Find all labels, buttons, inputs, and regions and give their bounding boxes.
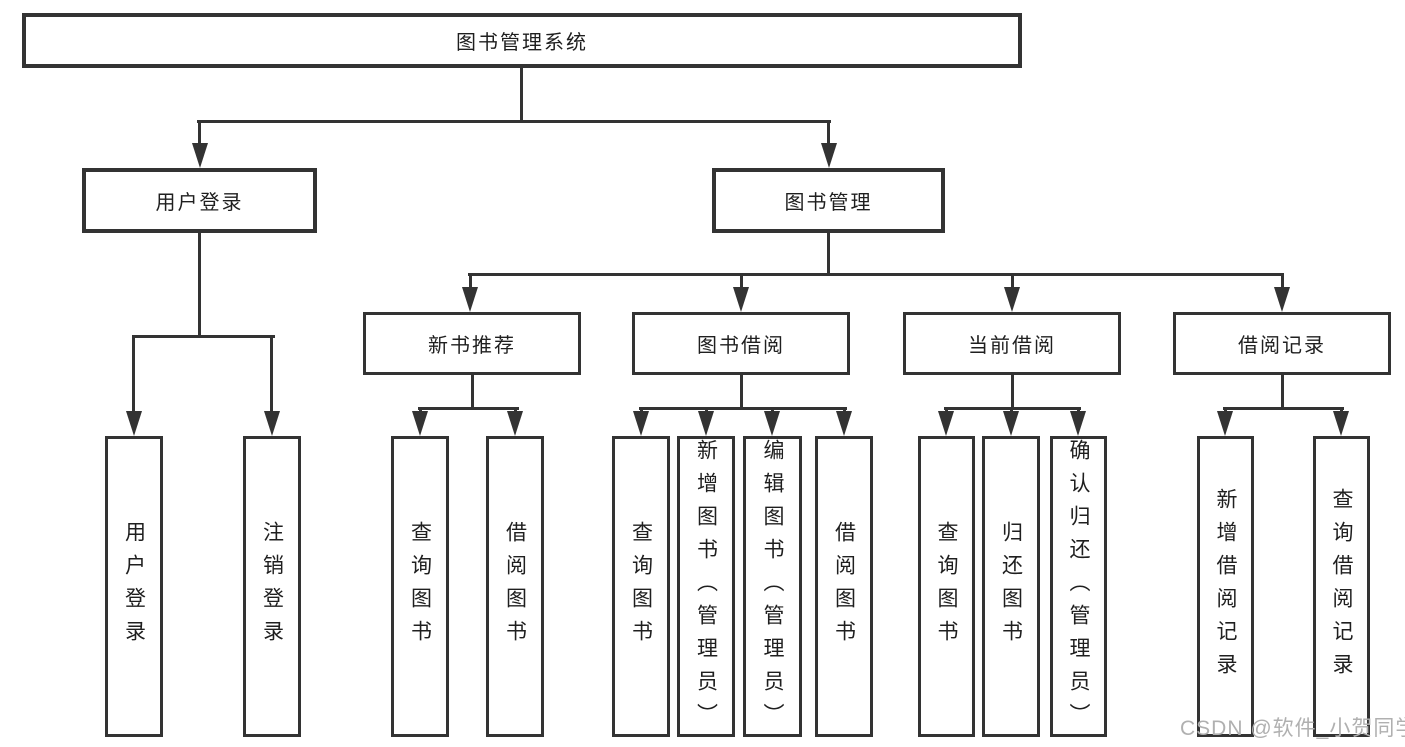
- connector-line: [419, 407, 422, 413]
- leaf-edit-book-admin: 编辑图书（管理员）: [743, 436, 802, 737]
- connector-line: [827, 120, 830, 144]
- arrow-down-icon: [698, 411, 714, 436]
- connector-line: [1281, 273, 1284, 289]
- arrow-down-icon: [462, 287, 478, 312]
- node-library-management-system: 图书管理系统: [22, 13, 1022, 68]
- node-user-login: 用户登录: [82, 168, 317, 233]
- arrow-down-icon: [764, 411, 780, 436]
- connector-line: [1340, 407, 1343, 413]
- arrow-down-icon: [126, 411, 142, 436]
- node-borrowing-records: 借阅记录: [1173, 312, 1391, 375]
- node-label: 图书借阅: [697, 335, 785, 357]
- leaf-add-borrow-record: 新增借阅记录: [1197, 436, 1254, 737]
- connector-line: [740, 273, 743, 289]
- node-book-management: 图书管理: [712, 168, 945, 233]
- node-label: 新书推荐: [428, 335, 516, 357]
- arrow-down-icon: [821, 143, 837, 168]
- leaf-borrow-books: 借阅图书: [815, 436, 873, 737]
- watermark: CSDN @软件_小贺同学: [1180, 717, 1405, 740]
- node-new-book-recommendation: 新书推荐: [363, 312, 581, 375]
- connector-line: [639, 407, 847, 410]
- arrow-down-icon: [264, 411, 280, 436]
- node-book-borrowing: 图书借阅: [632, 312, 850, 375]
- connector-line: [705, 407, 708, 413]
- connector-line: [270, 335, 273, 412]
- connector-line: [740, 375, 743, 410]
- arrow-down-icon: [938, 411, 954, 436]
- leaf-label: 编辑图书（管理员）: [761, 439, 784, 736]
- connector-line: [771, 407, 774, 413]
- connector-line: [1077, 407, 1080, 413]
- connector-line: [132, 335, 135, 412]
- node-label: 用户登录: [155, 192, 244, 214]
- connector-line: [945, 407, 948, 413]
- arrow-down-icon: [733, 287, 749, 312]
- connector-line: [197, 120, 831, 123]
- connector-line: [132, 335, 275, 338]
- connector-line: [843, 407, 846, 413]
- leaf-label: 查询借阅记录: [1330, 487, 1353, 686]
- arrow-down-icon: [1003, 411, 1019, 436]
- node-label: 借阅记录: [1238, 335, 1326, 357]
- arrow-down-icon: [633, 411, 649, 436]
- connector-line: [1011, 273, 1014, 289]
- connector-line: [827, 233, 830, 275]
- leaf-label: 归还图书: [999, 520, 1023, 653]
- leaf-label: 用户登录: [122, 520, 146, 653]
- arrow-down-icon: [1217, 411, 1233, 436]
- connector-line: [1223, 407, 1344, 410]
- leaf-query-books: 查询图书: [918, 436, 975, 737]
- leaf-confirm-return-admin: 确认归还（管理员）: [1050, 436, 1107, 737]
- leaf-label: 注销登录: [260, 520, 284, 653]
- connector-line: [640, 407, 643, 413]
- leaf-label: 确认归还（管理员）: [1067, 439, 1090, 736]
- leaf-label: 查询图书: [408, 520, 432, 653]
- leaf-label: 新增借阅记录: [1214, 487, 1237, 686]
- node-label: 图书管理: [784, 192, 873, 214]
- arrow-down-icon: [836, 411, 852, 436]
- leaf-query-books: 查询图书: [612, 436, 670, 737]
- arrow-down-icon: [192, 143, 208, 168]
- node-label: 图书管理系统: [456, 32, 588, 54]
- leaf-label: 新增图书（管理员）: [694, 439, 718, 736]
- leaf-label: 查询图书: [935, 520, 958, 653]
- connector-line: [1224, 407, 1227, 413]
- connector-line: [468, 273, 1284, 276]
- leaf-label: 查询图书: [629, 520, 653, 653]
- arrow-down-icon: [1333, 411, 1349, 436]
- connector-line: [1011, 375, 1014, 410]
- leaf-label: 借阅图书: [503, 520, 527, 653]
- connector-line: [198, 233, 201, 337]
- arrow-down-icon: [1070, 411, 1086, 436]
- connector-line: [469, 273, 472, 289]
- leaf-logout: 注销登录: [243, 436, 301, 737]
- node-label: 当前借阅: [968, 335, 1056, 357]
- leaf-return-books: 归还图书: [982, 436, 1040, 737]
- arrow-down-icon: [1274, 287, 1290, 312]
- arrow-down-icon: [412, 411, 428, 436]
- arrow-down-icon: [507, 411, 523, 436]
- connector-line: [1281, 375, 1284, 410]
- leaf-label: 借阅图书: [832, 520, 856, 653]
- leaf-query-books: 查询图书: [391, 436, 449, 737]
- leaf-add-book-admin: 新增图书（管理员）: [677, 436, 735, 737]
- connector-line: [520, 65, 523, 123]
- connector-line: [418, 407, 519, 410]
- connector-line: [198, 120, 201, 144]
- leaf-borrow-books: 借阅图书: [486, 436, 544, 737]
- connector-line: [514, 407, 517, 413]
- connector-line: [471, 375, 474, 410]
- node-current-borrowing: 当前借阅: [903, 312, 1121, 375]
- arrow-down-icon: [1004, 287, 1020, 312]
- leaf-query-borrow-record: 查询借阅记录: [1313, 436, 1370, 737]
- connector-line: [1010, 407, 1013, 413]
- leaf-user-login: 用户登录: [105, 436, 163, 737]
